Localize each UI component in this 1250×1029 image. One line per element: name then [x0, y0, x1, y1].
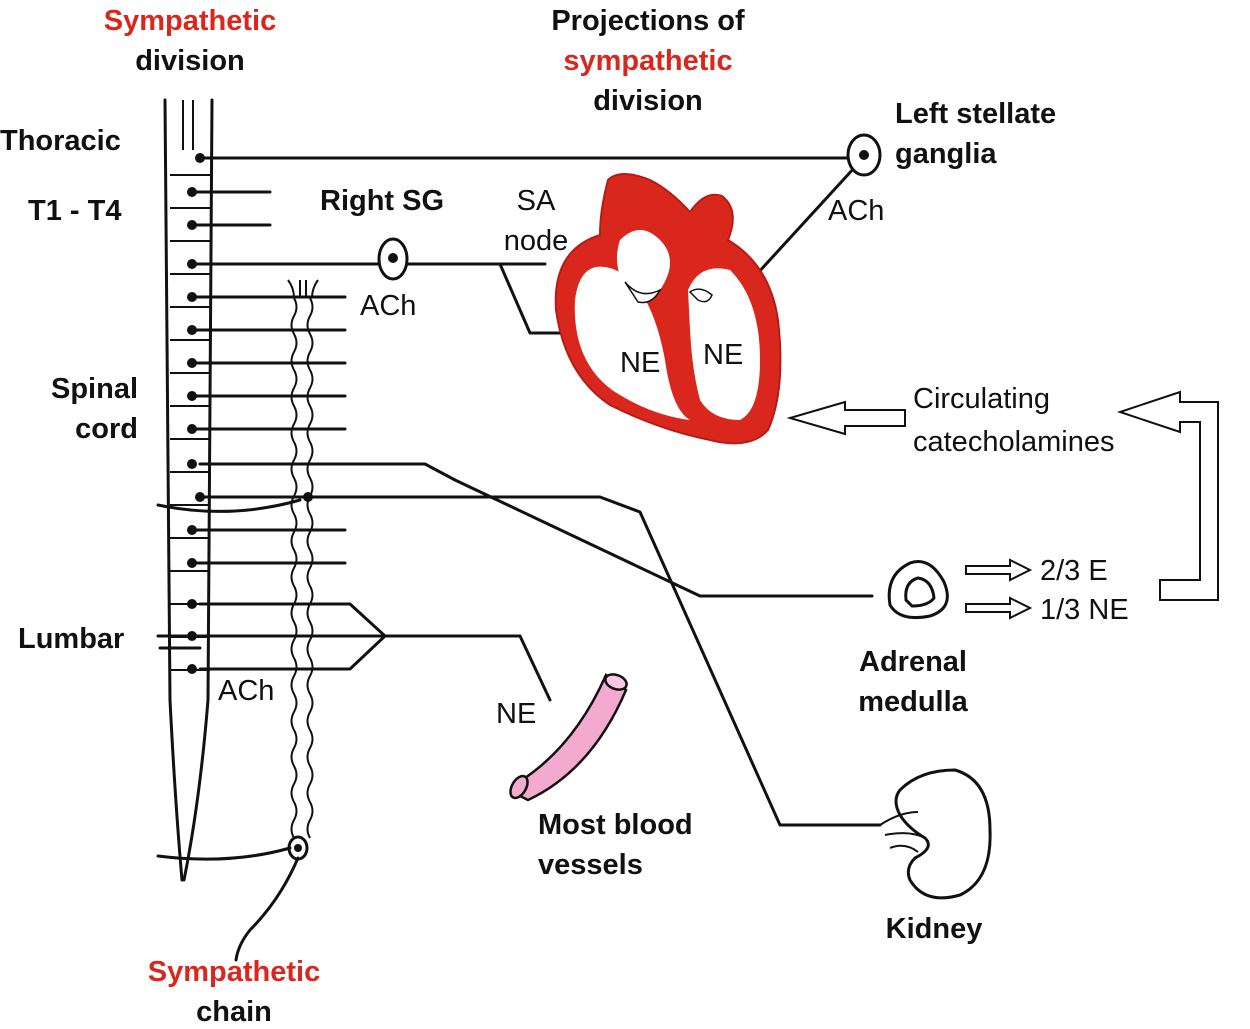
adrenal-medulla-shape — [887, 560, 949, 620]
t1-t4-label: T1 - T4 — [28, 195, 121, 227]
norepinephrine-fraction: 1/3 NE — [1040, 594, 1129, 626]
kidney-shape — [879, 768, 992, 900]
ne-right-heart: NE — [703, 339, 743, 371]
ne-vessel: NE — [496, 698, 536, 730]
heart-illustration — [554, 173, 782, 445]
right-sg-label: Right SG — [320, 185, 444, 217]
adrenal-label-1: Adrenal — [859, 646, 967, 678]
right-stellate-ganglion — [377, 237, 409, 281]
sympathetic-chain-label-1: Sympathetic — [148, 956, 320, 988]
left-stellate-label-1: Left stellate — [895, 98, 1056, 130]
heart-left-ventricle — [574, 266, 690, 420]
sympathetic-chain-label-2: chain — [196, 996, 272, 1028]
spinal-cord-label-2: cord — [75, 413, 138, 445]
circulating-label-1: Circulating — [913, 383, 1050, 415]
ach-left-stellate: ACh — [828, 195, 884, 227]
projections-title-1: Projections of — [551, 5, 745, 37]
ach-right-sg: ACh — [360, 290, 416, 322]
nerve-fibers — [156, 153, 882, 827]
segment-dot — [187, 664, 197, 674]
spinal-segments — [170, 174, 347, 674]
projections-title-2: sympathetic — [563, 45, 732, 77]
spinal-cord — [163, 98, 347, 882]
sympathetic-chain-trunk — [156, 279, 319, 962]
segment-dot — [187, 599, 197, 609]
left-stellate-ganglion — [846, 133, 882, 177]
vessels-label-1: Most blood — [538, 809, 693, 841]
sympathetic-division-title-2: division — [135, 45, 245, 77]
ach-lumbar: ACh — [218, 675, 274, 707]
thoracic-label: Thoracic — [0, 125, 121, 157]
vessels-label-2: vessels — [538, 849, 643, 881]
heart-right-ventricle — [688, 268, 760, 420]
epinephrine-fraction: 2/3 E — [1040, 555, 1108, 587]
spinal-cord-label-1: Spinal — [51, 373, 138, 405]
heart-atrium — [616, 230, 670, 294]
blood-vessel — [509, 673, 628, 802]
sa-node-label-2: node — [504, 225, 569, 257]
segment-dot — [187, 459, 197, 469]
feedback-loop-arrow — [1116, 390, 1219, 601]
circulating-label-2: catecholamines — [913, 426, 1115, 458]
catecholamine-arrow — [786, 400, 906, 436]
adrenal-output-arrows — [965, 558, 1033, 620]
projections-title-3: division — [593, 85, 703, 117]
lumbar-label: Lumbar — [18, 623, 124, 655]
sa-node-label-1: SA — [517, 185, 556, 217]
ne-left-heart: NE — [620, 347, 660, 379]
sympathetic-division-title-1: Sympathetic — [104, 5, 276, 37]
left-stellate-label-2: ganglia — [895, 138, 997, 170]
adrenal-label-2: medulla — [858, 686, 968, 718]
kidney-label: Kidney — [886, 913, 983, 945]
